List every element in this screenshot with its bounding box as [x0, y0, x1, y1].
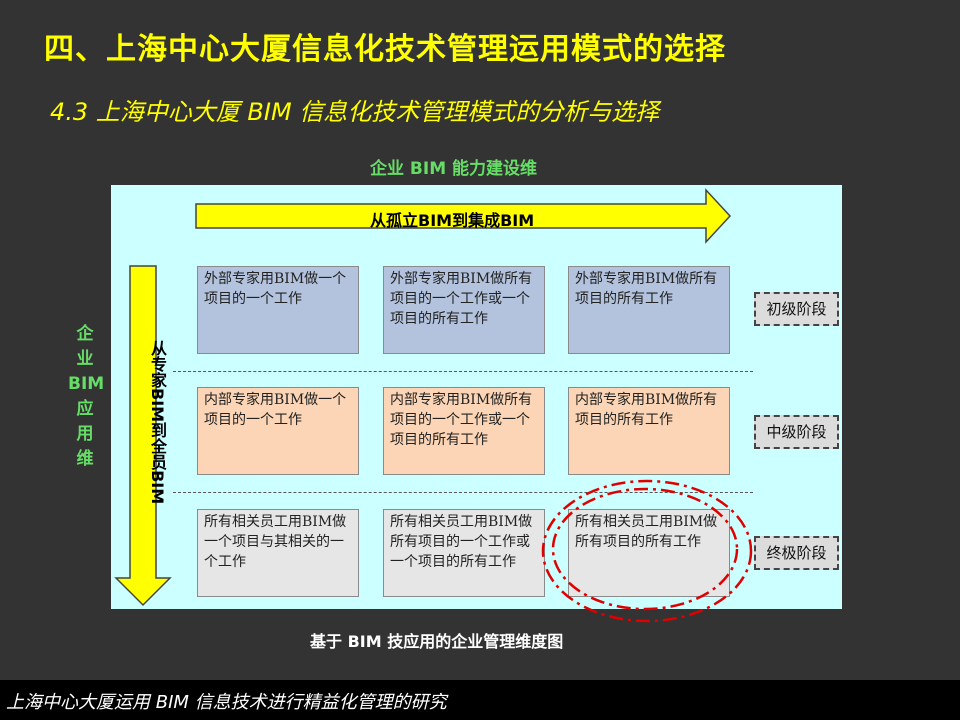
matrix-cell: 所有相关员工用BIM做一个项目与其相关的一个工作	[197, 509, 359, 597]
row-separator	[173, 371, 753, 372]
slide-title: 四、上海中心大厦信息化技术管理运用模式的选择	[44, 32, 726, 67]
matrix-cell: 外部专家用BIM做所有项目的所有工作	[568, 266, 730, 354]
row-separator	[173, 492, 753, 493]
matrix-cell: 内部专家用BIM做所有项目的一个工作或一个项目的所有工作	[383, 387, 545, 475]
footer-bar	[0, 680, 960, 720]
axis-left-char: BIM	[68, 374, 105, 394]
axis-left-char: 企	[76, 324, 94, 344]
matrix-cell: 所有相关员工用BIM做所有项目的一个工作或一个项目的所有工作	[383, 509, 545, 597]
matrix-cell: 所有相关员工用BIM做所有项目的所有工作	[568, 509, 730, 597]
highlight-ellipse-outer	[541, 479, 753, 623]
slide-subtitle: 4.3 上海中心大厦 BIM 信息化技术管理模式的分析与选择	[50, 98, 660, 126]
axis-left-char: 业	[76, 349, 94, 369]
axis-left-char: 应	[76, 399, 94, 419]
matrix-cell: 外部专家用BIM做所有项目的一个工作或一个项目的所有工作	[383, 266, 545, 354]
stage-label-initial: 初级阶段	[754, 292, 839, 326]
horizontal-arrow	[195, 188, 732, 244]
axis-left-label: 企 业 BIM 应 用 维	[68, 322, 105, 472]
vertical-arrow-label: 从专家BIM到全员BIM	[148, 340, 167, 505]
matrix-cell: 内部专家用BIM做一个项目的一个工作	[197, 387, 359, 475]
vertical-arrow	[114, 265, 172, 607]
stage-label-final: 终极阶段	[754, 536, 839, 570]
matrix-cell: 内部专家用BIM做所有项目的所有工作	[568, 387, 730, 475]
axis-left-char: 维	[76, 449, 94, 469]
axis-top-label: 企业 BIM 能力建设维	[370, 159, 538, 179]
stage-label-intermediate: 中级阶段	[754, 415, 839, 449]
matrix-cell: 外部专家用BIM做一个项目的一个工作	[197, 266, 359, 354]
axis-left-char: 用	[76, 424, 94, 444]
horizontal-arrow-label: 从孤立BIM到集成BIM	[370, 211, 535, 230]
footer-text: 上海中心大厦运用 BIM 信息技术进行精益化管理的研究	[6, 692, 447, 713]
diagram-caption: 基于 BIM 技应用的企业管理维度图	[310, 632, 564, 651]
highlight-ellipse-inner	[551, 487, 739, 611]
